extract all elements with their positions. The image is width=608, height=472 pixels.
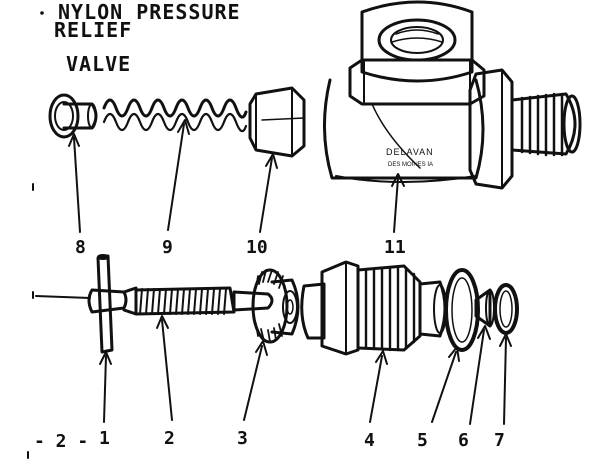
title-line-2: RELIEF (54, 18, 132, 42)
callout-3: 3 (237, 428, 248, 449)
handle-leader-dash (35, 295, 91, 299)
page-number: - 2 - (34, 431, 88, 452)
callout-5: 5 (417, 430, 428, 451)
part-11-valve-body: DELAVAN DES MOINES IA (322, 0, 582, 190)
callout-8: 8 (75, 237, 86, 258)
valve-brand-location: DES MOINES IA (388, 162, 433, 168)
part-8-spring-cap (48, 93, 98, 139)
title-line-3: VALVE (66, 52, 131, 76)
title-line-1: NYLON PRESSURE (58, 0, 241, 24)
part-10-hex-nut (248, 86, 306, 158)
part-7-small-o-ring (493, 283, 519, 335)
part-4-threaded-insert (300, 260, 447, 356)
callout-2: 2 (164, 428, 175, 449)
valve-brand-name: DELAVAN (386, 147, 434, 157)
callout-9: 9 (162, 237, 173, 258)
callout-1: 1 (99, 428, 110, 449)
callout-4: 4 (364, 430, 375, 451)
callout-7: 7 (494, 430, 505, 451)
callout-10: 10 (246, 237, 268, 258)
callout-11: 11 (384, 237, 406, 258)
title-bullet (40, 11, 44, 15)
part-2-adjusting-screw (122, 286, 274, 316)
part-1-t-handle (87, 254, 128, 354)
leader-lines (68, 119, 512, 425)
part-5-large-o-ring (444, 268, 480, 352)
part-9-spring (102, 98, 248, 133)
part-3-knurled-bonnet (251, 268, 300, 344)
callout-6: 6 (458, 430, 469, 451)
